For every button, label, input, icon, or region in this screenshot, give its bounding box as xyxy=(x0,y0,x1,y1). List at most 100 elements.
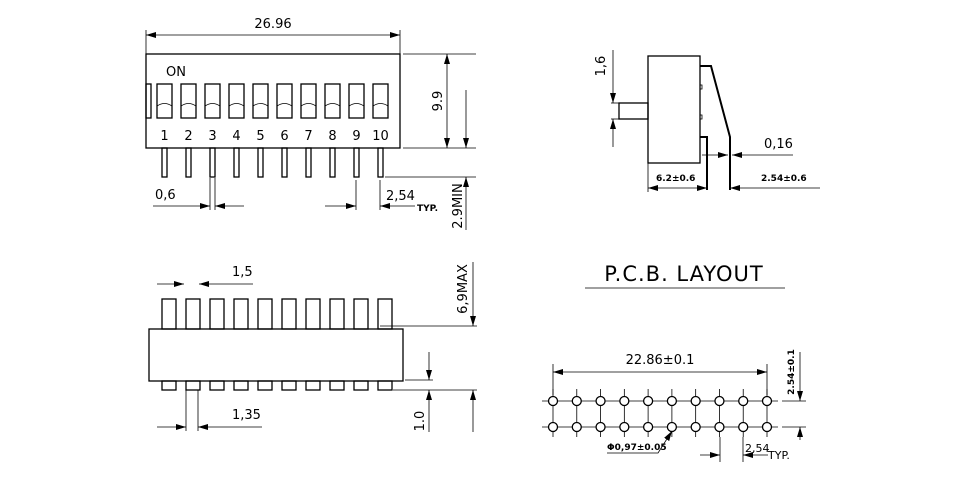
switch-number: 1 xyxy=(160,129,168,144)
pcb-hole xyxy=(690,395,701,407)
actuator-label: 1,5 xyxy=(232,265,253,280)
pcb-hole xyxy=(619,395,630,407)
lever-label: 1,6 xyxy=(594,56,609,77)
lever xyxy=(618,102,649,120)
pin-width-label: 0,6 xyxy=(155,188,176,203)
switch-number: 2 xyxy=(184,129,192,144)
height-label: 9.9 xyxy=(431,91,446,112)
actuator xyxy=(209,298,225,330)
pcb-hole xyxy=(738,395,749,407)
height-max-label: 6,9MAX xyxy=(456,264,471,314)
on-label: ON xyxy=(166,65,186,80)
pin xyxy=(161,147,168,178)
switch-slider xyxy=(180,103,197,107)
pcb-hole xyxy=(714,421,725,433)
pcb-hole xyxy=(666,395,678,407)
standoff-label: 1.0 xyxy=(413,411,428,432)
switch-pocket xyxy=(180,83,197,119)
pin-label: 1,35 xyxy=(232,408,261,423)
switch-pocket xyxy=(348,83,365,119)
pcb-hole xyxy=(714,395,725,407)
pcb-hole xyxy=(571,421,582,433)
switch-slider xyxy=(204,103,221,107)
pin xyxy=(305,147,312,178)
switch-pocket xyxy=(300,83,317,119)
pin xyxy=(353,380,369,391)
switch-slider xyxy=(156,103,173,107)
pitch-label: 2,54 xyxy=(386,189,415,204)
switch-pocket xyxy=(324,83,341,119)
pcb-hole xyxy=(595,421,606,433)
side-body xyxy=(647,55,701,164)
pin xyxy=(161,380,177,391)
actuator xyxy=(329,298,345,330)
switch-number: 9 xyxy=(352,129,360,144)
switch-pocket xyxy=(372,83,389,119)
span-label: 22.86±0.1 xyxy=(626,353,695,368)
switch-number: 6 xyxy=(280,129,288,144)
actuator xyxy=(377,298,393,330)
pcb-hole xyxy=(690,421,701,433)
actuator xyxy=(185,298,201,330)
pcb-title: P.C.B. LAYOUT xyxy=(604,262,764,286)
pcb-hole xyxy=(738,421,749,433)
actuator xyxy=(281,298,297,330)
switch-slider xyxy=(300,103,317,107)
pin xyxy=(377,147,384,178)
front-view: 1,5 1,35 6,9MAX 1.0 xyxy=(148,262,477,432)
pitch-note: TYP. xyxy=(417,204,438,214)
pin xyxy=(185,380,201,391)
switch-slider xyxy=(324,103,341,107)
pcb-hole xyxy=(642,421,654,433)
switch-slider xyxy=(348,103,365,107)
pcb-hole xyxy=(547,421,559,433)
pin xyxy=(329,380,345,391)
pin xyxy=(185,147,192,178)
pcb-hole xyxy=(595,395,606,407)
pin xyxy=(281,147,288,178)
switch-number: 8 xyxy=(328,129,336,144)
actuator xyxy=(233,298,249,330)
pcb-layout: P.C.B. LAYOUT 22.86±0.1 2.54±0.1 Φ0,97±0… xyxy=(542,262,806,462)
pcb-pitch-label: 2,54 xyxy=(745,442,770,455)
pin xyxy=(305,380,321,391)
actuator xyxy=(161,298,177,330)
row-pitch-label: 2.54±0.1 xyxy=(787,349,797,395)
switch-pocket xyxy=(252,83,269,119)
pcb-hole xyxy=(571,395,582,407)
pcb-hole xyxy=(761,421,773,433)
body-stub xyxy=(145,83,152,119)
lead-thickness-label: 0,16 xyxy=(764,137,793,152)
switch-slider xyxy=(252,103,269,107)
pin xyxy=(233,380,249,391)
row-offset-label: 6.2±0.6 xyxy=(656,174,695,184)
pin xyxy=(329,147,336,178)
switch-number: 10 xyxy=(372,129,389,144)
pin xyxy=(233,147,240,178)
front-body xyxy=(148,328,404,382)
pin xyxy=(353,147,360,178)
hole-label: Φ0,97±0.05 xyxy=(607,443,667,453)
switch-number: 5 xyxy=(256,129,264,144)
switch-pocket xyxy=(228,83,245,119)
pcb-hole xyxy=(761,395,773,407)
side-view: 1,6 6.2±0.6 2.54±0.6 0,16 xyxy=(594,50,820,192)
switch-slider xyxy=(372,103,389,107)
actuator xyxy=(353,298,369,330)
switch-pocket xyxy=(204,83,221,119)
pin xyxy=(281,380,297,391)
pin xyxy=(209,147,216,178)
pin xyxy=(209,380,225,391)
switch-number: 7 xyxy=(304,129,312,144)
pcb-hole xyxy=(666,421,678,433)
pin xyxy=(257,147,264,178)
pin-length-label: 2.9MIN xyxy=(451,183,466,228)
switch-number: 4 xyxy=(232,129,240,144)
pcb-hole xyxy=(642,395,654,407)
width-label: 26.96 xyxy=(254,17,291,32)
switch-pocket xyxy=(276,83,293,119)
switch-slider xyxy=(228,103,245,107)
pcb-pitch-note: TYP. xyxy=(767,449,790,462)
